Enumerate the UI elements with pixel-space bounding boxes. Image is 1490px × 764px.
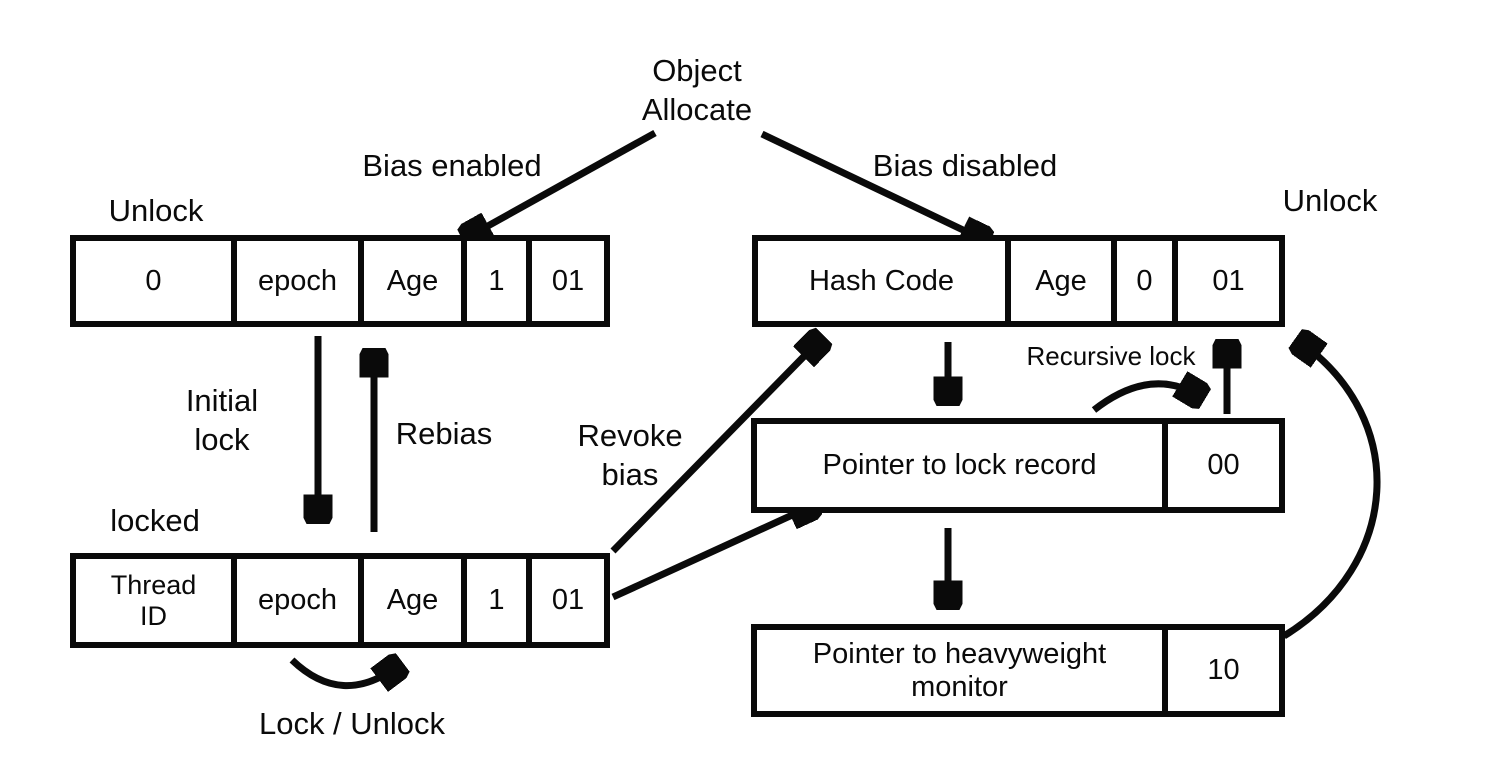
recursive-lock-label: Recursive lock bbox=[1026, 341, 1196, 371]
lock-unlock-label: Lock / Unlock bbox=[258, 706, 446, 741]
revoke-bias-label: Revoke bias bbox=[577, 418, 683, 492]
revoke-bias-arrow-to-lock-record bbox=[611, 506, 812, 601]
biased-locked-cell-tag: 01 bbox=[551, 584, 585, 617]
biased-locked-box: Thread ID epoch Age 1 01 bbox=[70, 553, 610, 648]
unbiased-unlocked-cell-bias-bit: 0 bbox=[1117, 241, 1178, 321]
locked-label: locked bbox=[110, 503, 200, 538]
biased-unlocked-cell-bias-bit: 1 bbox=[467, 241, 532, 321]
heavyweight-locked-cell-tag: 10 bbox=[1207, 654, 1240, 687]
lightweight-locked-box: Pointer to lock record 00 bbox=[751, 418, 1285, 513]
initial-lock-label: Initial lock bbox=[185, 383, 259, 457]
bias-disabled-label: Bias disabled bbox=[872, 148, 1058, 183]
rebias-label: Rebias bbox=[395, 416, 493, 451]
biased-locked-cell-epoch: epoch bbox=[237, 559, 364, 642]
recursive-lock-swoosh-arrow bbox=[1091, 384, 1200, 413]
biased-locked-cell-age: Age bbox=[364, 559, 467, 642]
biased-unlocked-box: 0 epoch Age 1 01 bbox=[70, 235, 610, 327]
lightweight-locked-cell-tag: 00 bbox=[1207, 449, 1240, 482]
biased-locked-cell-bias-bit: 1 bbox=[467, 559, 532, 642]
unbiased-unlocked-box: Hash Code Age 0 01 bbox=[752, 235, 1285, 327]
heavyweight-locked-box: Pointer to heavyweight monitor 10 bbox=[751, 624, 1285, 717]
unlock-right-label: Unlock bbox=[1282, 183, 1378, 218]
biased-unlocked-cell-epoch: epoch bbox=[237, 241, 364, 321]
heavyweight-locked-cell-pointer: Pointer to heavyweight monitor bbox=[757, 630, 1168, 711]
bias-enabled-label: Bias enabled bbox=[362, 148, 542, 183]
monitor-unlock-arc-arrow bbox=[1282, 342, 1381, 639]
biased-locked-cell-thread-id: Thread ID bbox=[76, 559, 237, 642]
unbiased-unlocked-cell-hash: Hash Code bbox=[758, 241, 1011, 321]
unlock-left-label: Unlock bbox=[108, 193, 204, 228]
biased-unlocked-cell-thread: 0 bbox=[76, 241, 237, 321]
lightweight-locked-cell-pointer: Pointer to lock record bbox=[757, 424, 1168, 507]
unbiased-unlocked-cell-age: Age bbox=[1011, 241, 1117, 321]
biased-unlocked-cell-tag: 01 bbox=[551, 264, 585, 297]
biased-unlocked-cell-age: Age bbox=[364, 241, 467, 321]
unbiased-unlocked-cell-tag: 01 bbox=[1212, 264, 1245, 297]
object-allocate-label: Object Allocate bbox=[641, 53, 753, 127]
lock-unlock-swoosh-arrow bbox=[289, 660, 398, 686]
